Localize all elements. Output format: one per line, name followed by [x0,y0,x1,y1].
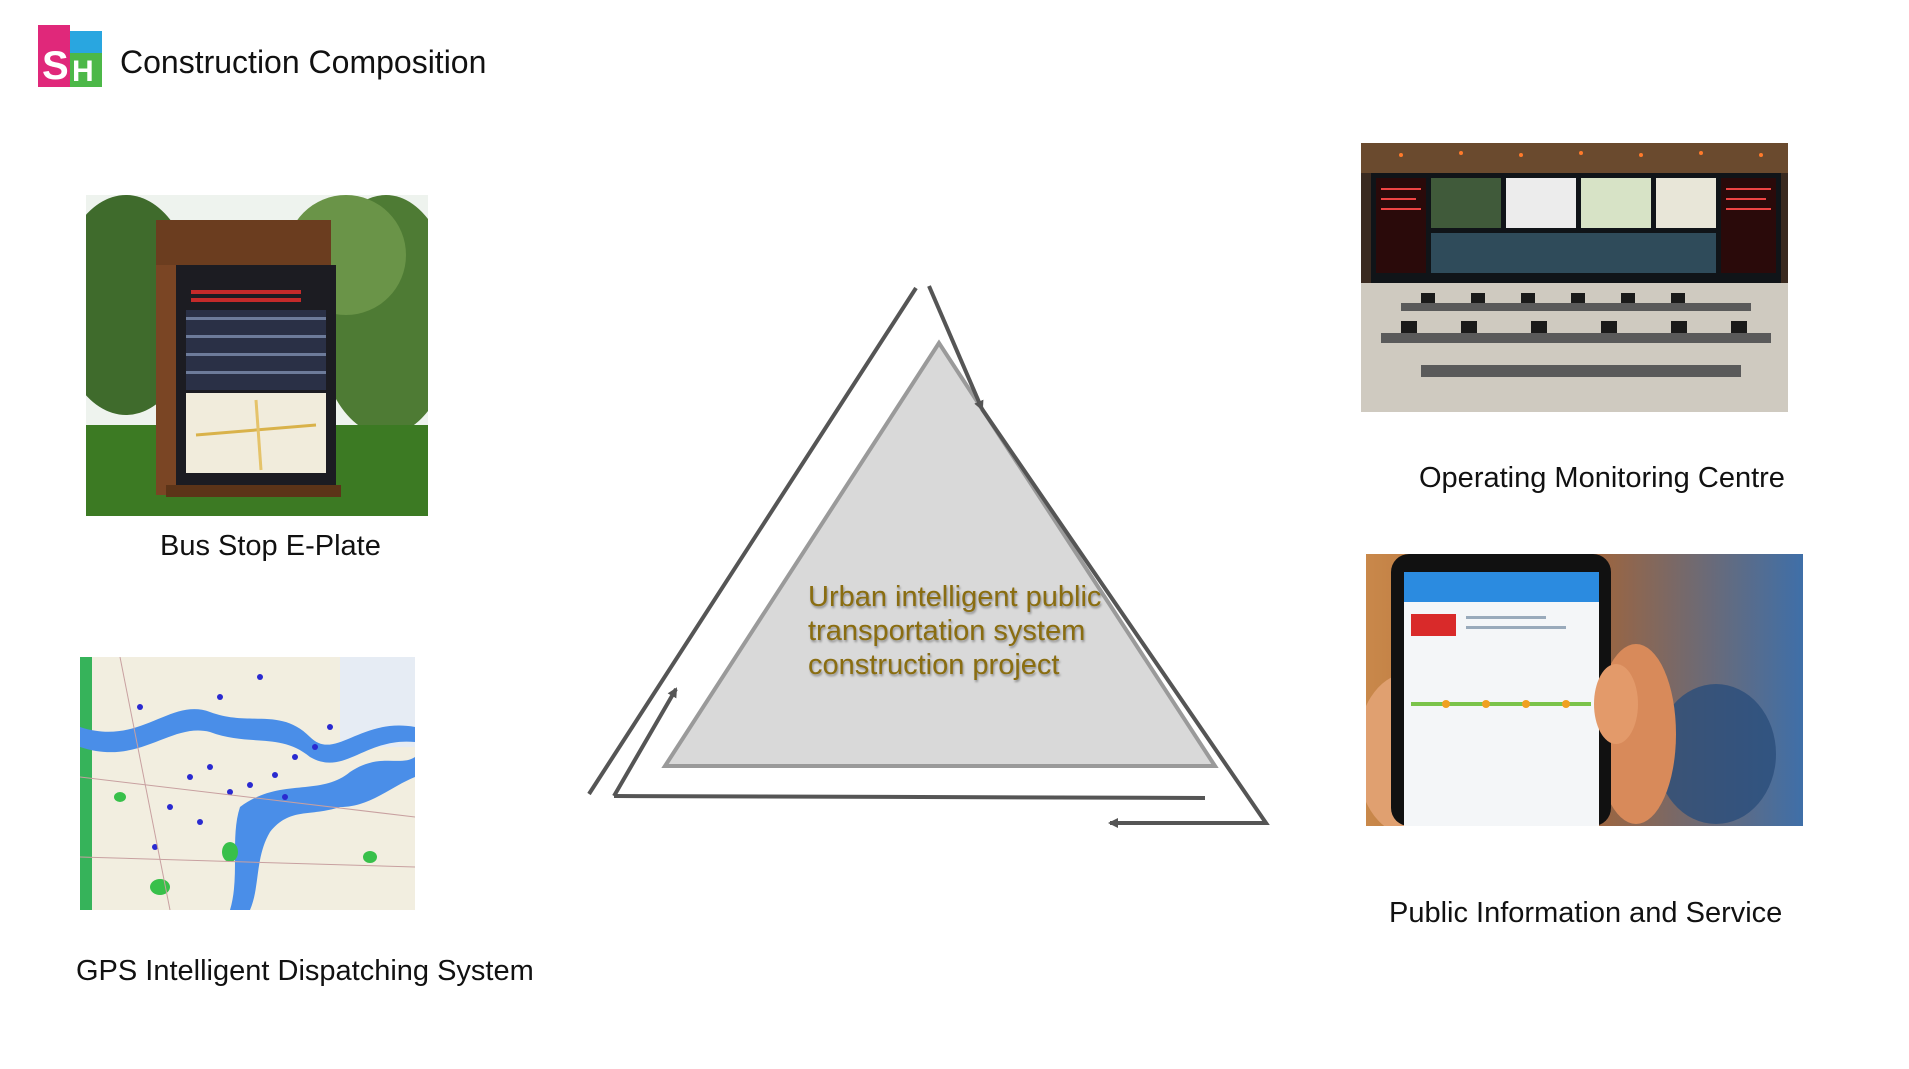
sh-logo-icon: S H [38,25,102,87]
gps-caption: GPS Intelligent Dispatching System [76,955,534,987]
gps-map-photo [80,657,415,910]
control-room-photo [1361,143,1788,412]
outer-triangle-left [587,286,918,796]
bus-stop-e-plate-photo [86,195,428,516]
cycle-arrow-left [612,687,678,798]
cycle-bottom-line [613,794,1206,800]
public-info-caption: Public Information and Service [1389,897,1783,929]
bus-stop-caption: Bus Stop E-Plate [160,530,381,562]
smartphone-app-photo [1366,554,1803,826]
svg-text:S: S [42,44,69,87]
page-title: Construction Composition [120,44,487,80]
svg-text:H: H [72,55,94,87]
center-project-label: Urban intelligent public transportation … [808,581,1102,681]
monitoring-caption: Operating Monitoring Centre [1419,462,1785,494]
inner-triangle [661,339,1219,768]
cycle-arrow-top [927,285,984,411]
